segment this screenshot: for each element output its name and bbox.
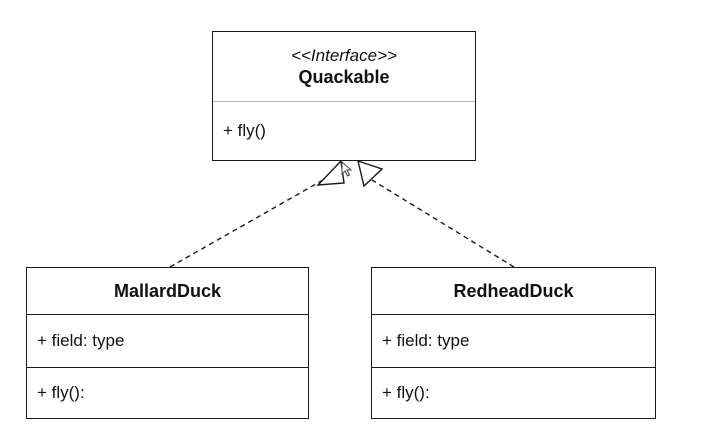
class-methods-section: + fly(): [372, 367, 655, 417]
interface-stereotype: <<Interface>> [291, 45, 397, 65]
class-method: + fly(): [382, 382, 430, 402]
class-fields-section: + field: type [372, 314, 655, 367]
class-header: MallardDuck [27, 268, 308, 314]
realization-mallard-to-quackable[interactable] [169, 159, 345, 268]
class-redhead-duck[interactable]: RedheadDuck + field: type + fly(): [371, 267, 656, 419]
class-fields-section: + field: type [27, 314, 308, 367]
class-method: + fly(): [37, 382, 85, 402]
interface-method: + fly() [223, 120, 266, 140]
interface-quackable[interactable]: <<Interface>> Quackable + fly() [212, 31, 476, 161]
class-methods-section: + fly(): [27, 367, 308, 417]
realization-arrowhead-redhead [357, 159, 384, 188]
class-name: MallardDuck [113, 281, 222, 301]
dashed-line-redhead [371, 179, 515, 268]
interface-header: <<Interface>> Quackable [213, 32, 475, 101]
interface-methods-section: + fly() [213, 101, 475, 159]
realization-redhead-to-quackable[interactable] [357, 159, 515, 268]
realization-arrowhead-mallard [316, 159, 345, 186]
class-name: RedheadDuck [453, 281, 574, 301]
dashed-line-mallard [169, 179, 324, 268]
interface-name: Quackable [298, 66, 390, 87]
class-header: RedheadDuck [372, 268, 655, 314]
class-mallard-duck[interactable]: MallardDuck + field: type + fly(): [26, 267, 309, 419]
class-field: + field: type [382, 331, 470, 350]
mouse-pointer-icon [341, 160, 353, 177]
class-field: + field: type [37, 331, 125, 350]
